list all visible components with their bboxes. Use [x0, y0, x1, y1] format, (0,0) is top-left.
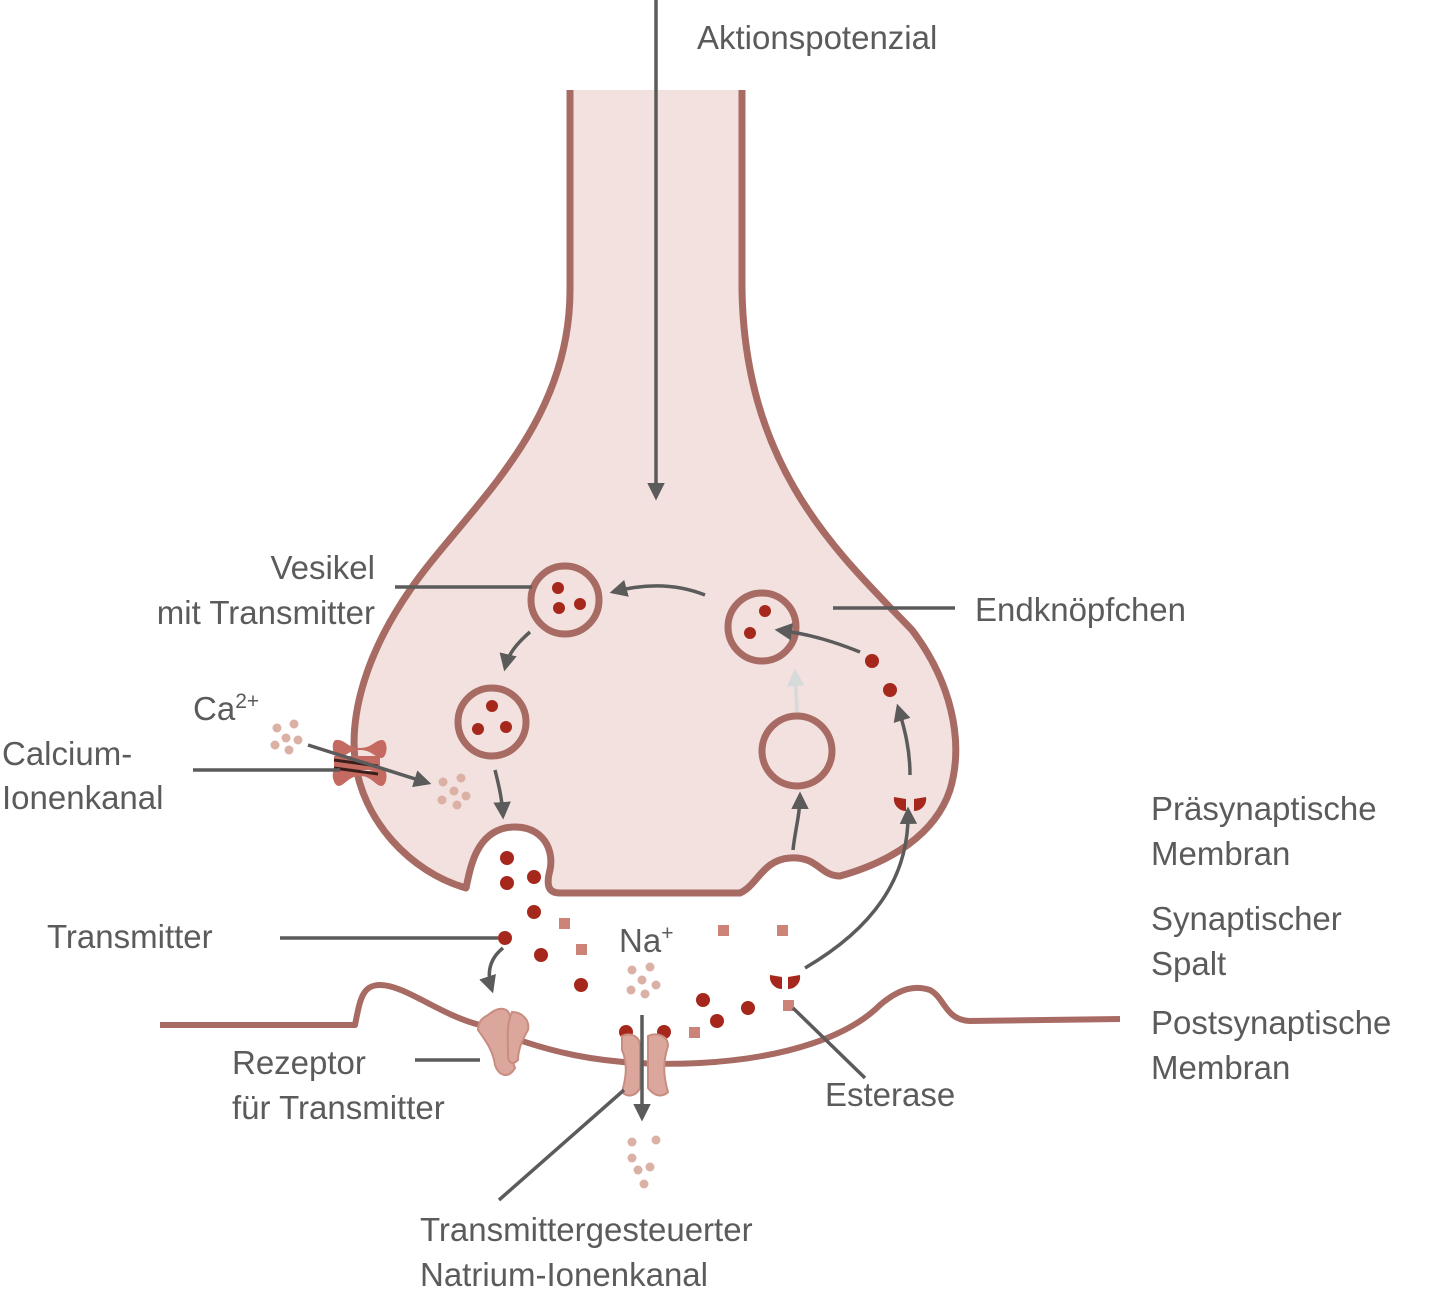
label-praesynaptische-1: Präsynaptische	[1151, 790, 1377, 827]
postsynaptic-membrane	[160, 982, 1121, 1067]
label-postsynaptische-2: Membran	[1151, 1049, 1290, 1086]
esterase-split-icon	[769, 975, 801, 990]
split-transmitter-icon	[893, 797, 927, 812]
sodium-ions-post	[627, 1135, 661, 1189]
cycle-arrow-top	[609, 579, 706, 597]
label-na: Na+	[619, 922, 673, 959]
cycle-arrow-into-vesicle	[774, 623, 861, 654]
fragment-square	[783, 1000, 794, 1011]
transmitter-dot	[500, 876, 514, 890]
transmitter-dot	[500, 851, 514, 865]
vesicle-top-left	[527, 562, 603, 638]
ca-base: Ca	[193, 690, 236, 727]
vesicle-empty	[758, 712, 836, 790]
fragment-square	[576, 944, 587, 955]
label-calcium-2: Ionenkanal	[2, 779, 163, 816]
reuptake-arrow	[804, 806, 918, 970]
label-synaptischer-2: Spalt	[1151, 945, 1226, 982]
label-praesynaptische-2: Membran	[1151, 835, 1290, 872]
na-base: Na	[619, 922, 662, 959]
label-postsynaptische-1: Postsynaptische	[1151, 1004, 1391, 1041]
transmitter-dot	[498, 931, 512, 945]
label-rezeptor-2: für Transmitter	[232, 1089, 445, 1126]
faint-arrow	[786, 668, 805, 713]
na-sup: +	[661, 922, 673, 945]
calcium-influx-arrow	[307, 743, 432, 788]
ca-sup: 2+	[235, 690, 259, 713]
fragment-square	[777, 925, 788, 936]
transmitter-dot	[696, 993, 710, 1007]
calcium-ions-inside	[437, 773, 471, 810]
label-endknoepfchen: Endknöpfchen	[975, 591, 1186, 628]
cycle-arrow-right-up	[893, 703, 912, 776]
vesicle-mid-left	[454, 684, 530, 760]
label-aktionspotenzial: Aktionspotenzial	[697, 19, 937, 56]
cycle-arrow-up-empty	[791, 791, 809, 851]
transmitter-dot	[883, 683, 897, 697]
sodium-channel-icon	[620, 1033, 670, 1097]
transmitter-dot	[574, 978, 588, 992]
label-natrium-1: Transmittergesteuerter	[420, 1211, 753, 1248]
label-rezeptor-1: Rezeptor	[232, 1044, 366, 1081]
label-vesikel-2: mit Transmitter	[157, 594, 375, 631]
fragment-square	[689, 1027, 700, 1038]
label-natrium-2: Natrium-Ionenkanal	[420, 1256, 708, 1293]
transmitter-dot	[527, 870, 541, 884]
label-vesikel-1: Vesikel	[270, 549, 375, 586]
label-ca: Ca2+	[193, 690, 259, 727]
sodium-ions-cleft	[626, 962, 661, 999]
label-synaptischer-1: Synaptischer	[1151, 900, 1342, 937]
receptor-channel-icon	[476, 1007, 530, 1076]
transmitter-dot	[534, 948, 548, 962]
fragment-square	[559, 918, 570, 929]
fragment-square	[718, 925, 729, 936]
transmitter-dot	[741, 1001, 755, 1015]
label-calcium-1: Calcium-	[2, 735, 132, 772]
vesicle-right-filled	[724, 589, 800, 665]
transmitter-dot	[710, 1014, 724, 1028]
receptor-binding-arrow	[479, 946, 505, 994]
label-esterase: Esterase	[825, 1076, 955, 1113]
transmitter-dot	[865, 654, 879, 668]
transmitter-dot	[527, 905, 541, 919]
cycle-arrow-down	[493, 769, 511, 820]
cycle-arrow-left	[499, 630, 532, 672]
esterase-leader	[791, 1006, 867, 1080]
label-transmitter: Transmitter	[47, 918, 213, 955]
natrium-channel-leader	[497, 1088, 626, 1202]
calcium-ions-outside	[270, 719, 303, 755]
